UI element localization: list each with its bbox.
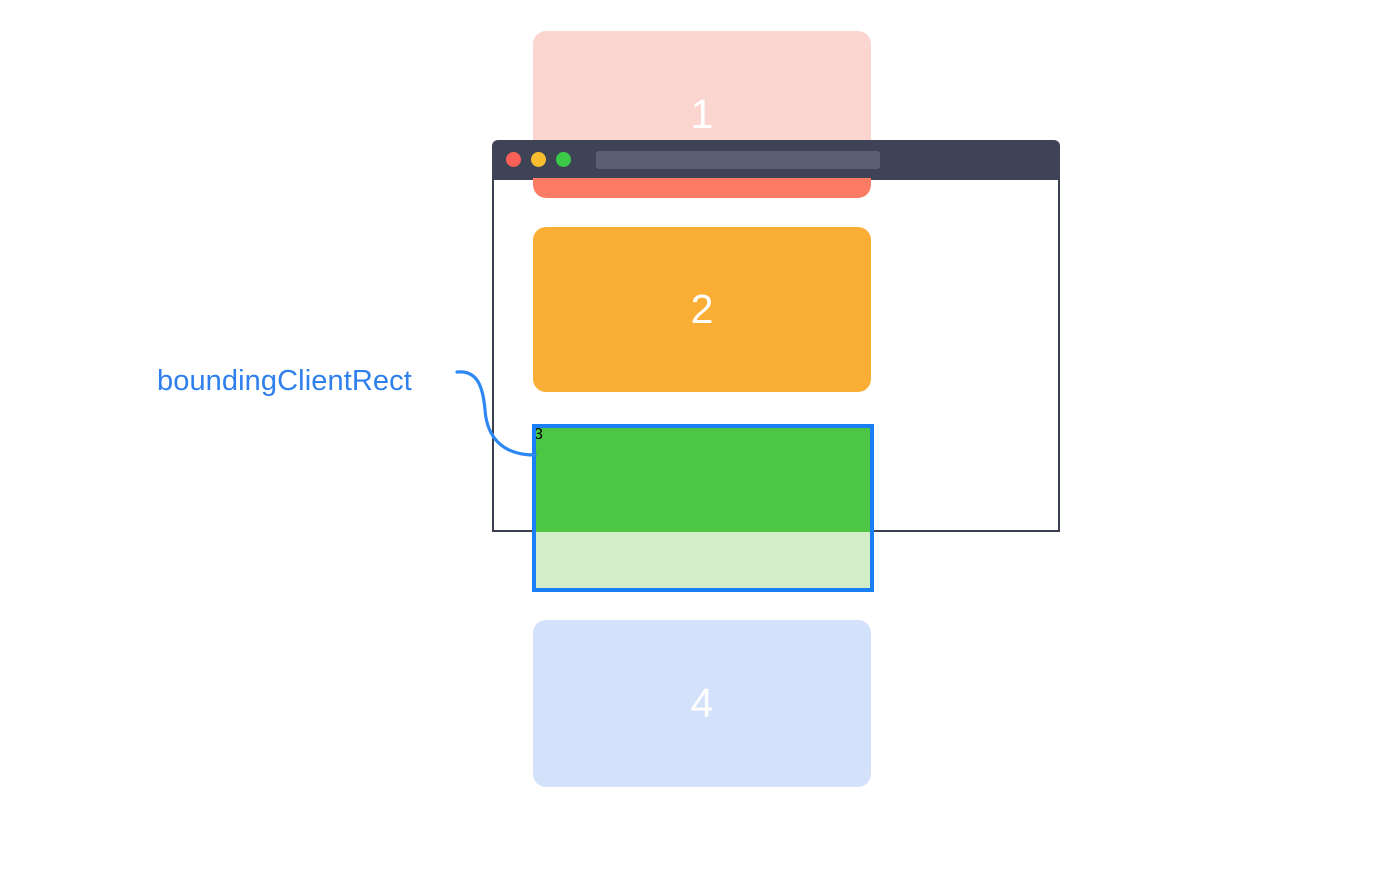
- browser-title-bar[interactable]: [492, 140, 1060, 180]
- element-box-2[interactable]: 2: [533, 227, 871, 392]
- callout-leader-line: [455, 370, 537, 457]
- address-bar[interactable]: [596, 151, 880, 169]
- window-close-icon[interactable]: [506, 152, 521, 167]
- bounding-client-rect-outline: [532, 424, 874, 592]
- bounding-client-rect-label: boundingClientRect: [157, 365, 412, 397]
- window-maximize-icon[interactable]: [556, 152, 571, 167]
- element-box-4[interactable]: 4: [533, 620, 871, 787]
- window-minimize-icon[interactable]: [531, 152, 546, 167]
- element-box-2-label: 2: [690, 286, 714, 332]
- element-box-1-label: 1: [690, 91, 714, 137]
- element-box-4-label: 4: [690, 680, 714, 726]
- element-box-3-label: 3: [534, 426, 543, 443]
- element-box-1-visible-part: [533, 178, 871, 198]
- element-box-3-visible-part: 3: [534, 426, 872, 532]
